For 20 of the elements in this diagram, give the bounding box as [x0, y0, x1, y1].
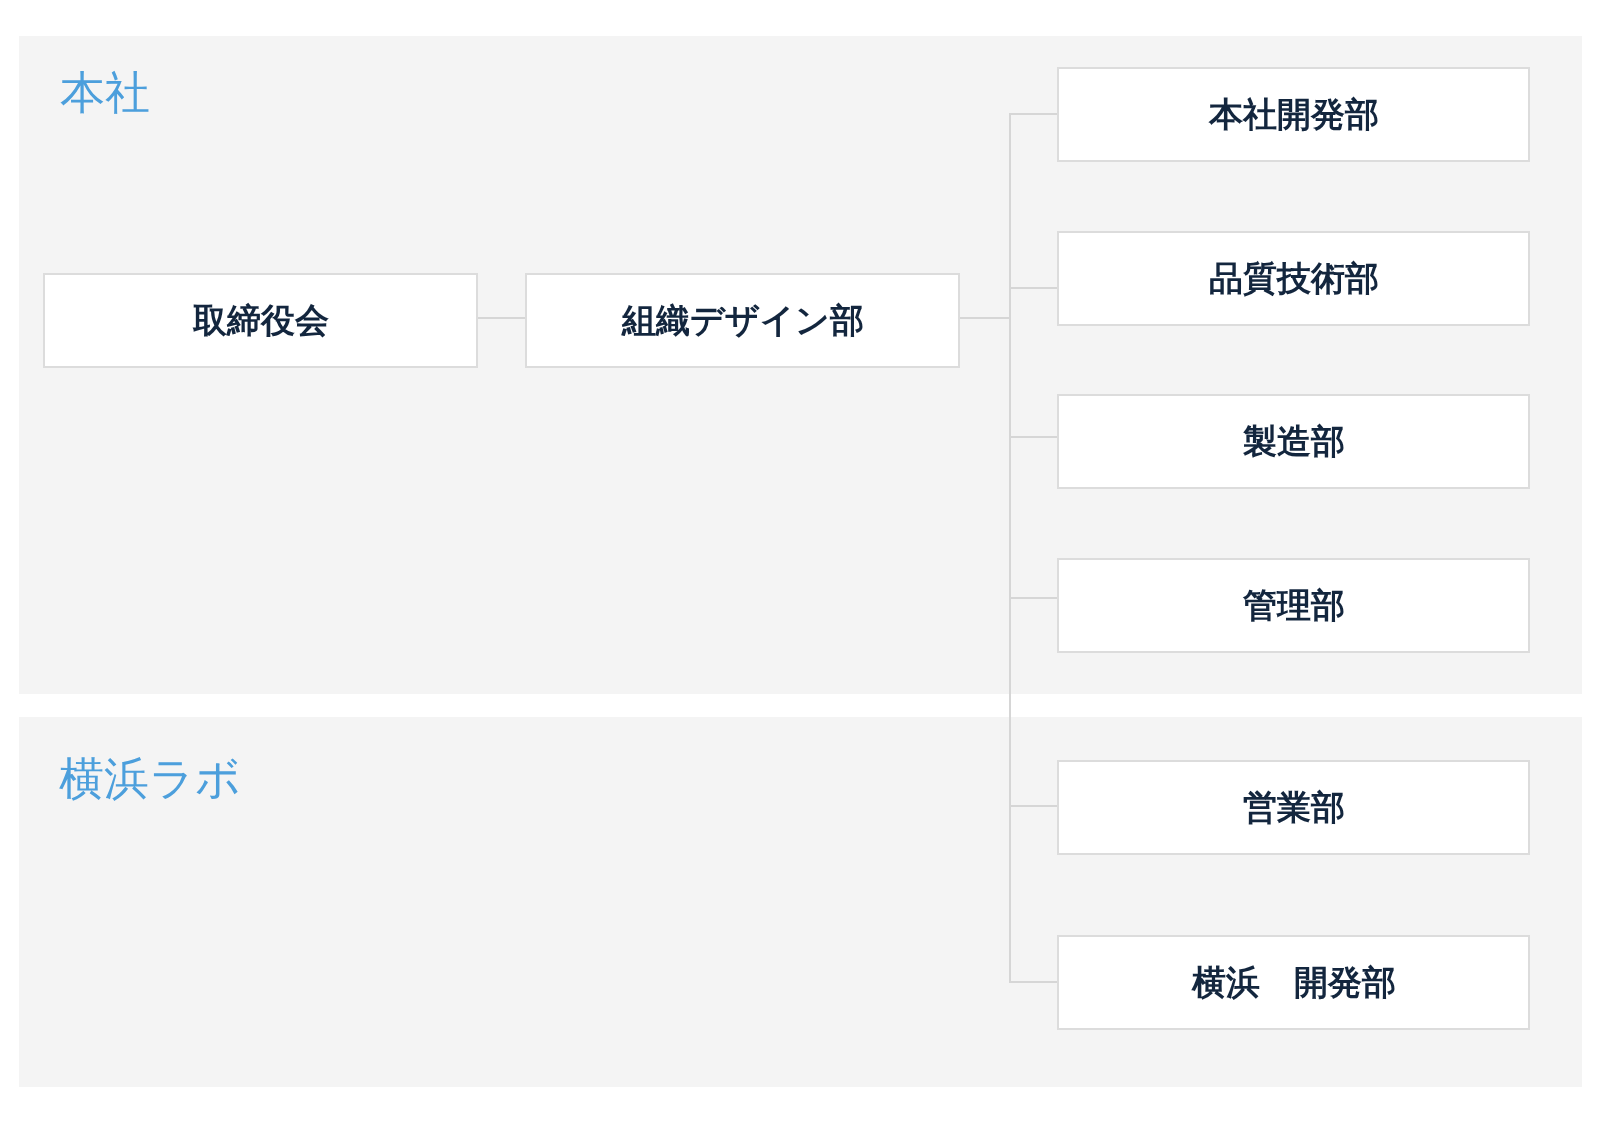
section-panel: [19, 717, 1582, 1087]
department-name: 本社開発部: [1208, 93, 1379, 136]
department-box: [1057, 231, 1530, 326]
department-name: 管理部: [1242, 584, 1345, 627]
department-name: 製造部: [1242, 420, 1345, 463]
department-box: [1057, 67, 1530, 162]
department-box: [43, 273, 478, 368]
department-name: 営業部: [1242, 786, 1345, 829]
department-box: [1057, 394, 1530, 489]
section-panel: [19, 36, 1582, 694]
department-box: [525, 273, 960, 368]
department-name: 取締役会: [192, 299, 329, 342]
department-name: 横浜 開発部: [1191, 961, 1396, 1004]
section-title: 本社: [60, 70, 150, 115]
section-title: 横浜ラボ: [59, 756, 241, 801]
department-box: [1057, 935, 1530, 1030]
department-box: [1057, 760, 1530, 855]
department-name: 品質技術部: [1208, 257, 1379, 300]
department-name: 組織デザイン部: [621, 299, 864, 342]
department-box: [1057, 558, 1530, 653]
